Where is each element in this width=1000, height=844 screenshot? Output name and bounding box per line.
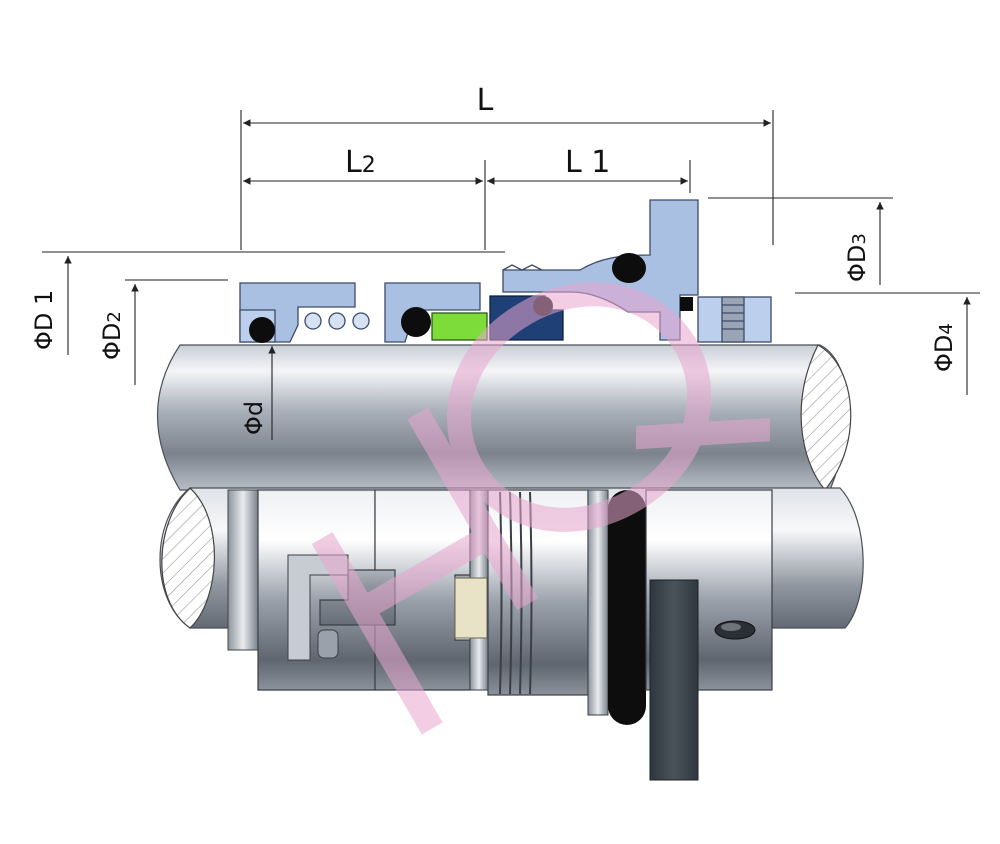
label-L1: L 1	[565, 145, 610, 180]
label-D3: ΦD	[843, 245, 871, 282]
o-ring-section-3	[612, 253, 646, 283]
svg-text:ΦD4: ΦD4	[930, 323, 958, 372]
o-ring-section-2	[401, 307, 431, 337]
label-D2: ΦD	[98, 323, 126, 360]
label-D4: ΦD	[930, 335, 958, 372]
label-D2-sub: 2	[104, 311, 125, 322]
label-L2-sub: 2	[362, 153, 376, 178]
label-D1: ΦD 1	[30, 290, 58, 350]
green-spring-element	[431, 312, 488, 341]
dimension-lines	[42, 110, 980, 440]
label-L: L	[477, 83, 494, 118]
svg-text:ΦD2: ΦD2	[98, 311, 126, 360]
spring-coil-3	[352, 312, 370, 330]
label-D3-sub: 3	[849, 233, 870, 244]
gland-plate	[649, 579, 699, 781]
spring-coil-2	[328, 312, 346, 330]
svg-text:ΦD3: ΦD3	[843, 233, 871, 282]
label-D4-sub: 4	[936, 323, 957, 334]
dimension-labels: L L2 L 1 ΦD 1 ΦD2 ΦD3 ΦD4 Φd	[30, 83, 958, 435]
spring-coil-1	[304, 312, 322, 330]
seal-assembly-exterior	[227, 489, 773, 781]
shaft-section-hatch-left	[161, 487, 215, 629]
label-L2: L2	[345, 145, 376, 180]
watermark-hq	[311, 282, 771, 735]
drive-collar	[227, 489, 259, 651]
o-ring-black	[608, 490, 646, 725]
label-L2-main: L	[345, 145, 362, 180]
label-d: Φd	[240, 401, 268, 435]
o-ring-section-1	[249, 317, 275, 343]
